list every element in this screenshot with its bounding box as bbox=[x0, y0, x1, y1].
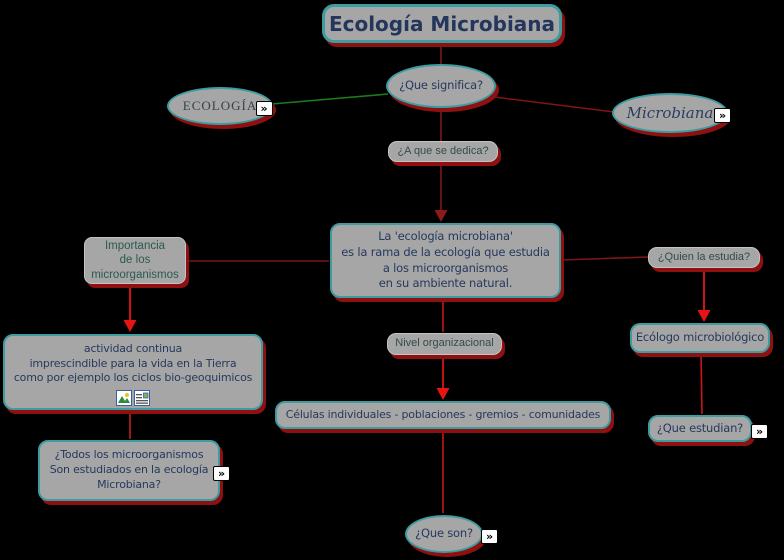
image-icon[interactable] bbox=[116, 390, 132, 406]
node-que-estudian[interactable]: ¿Que estudian? » bbox=[648, 415, 768, 442]
central-definition-label: La 'ecología microbiana' es la rama de l… bbox=[341, 229, 550, 291]
node-microbiana[interactable]: Microbiana » bbox=[612, 93, 731, 133]
node-que-significa[interactable]: ¿Que significa? bbox=[386, 64, 496, 108]
node-a-que-se-dedica[interactable]: ¿A que se dedica? bbox=[388, 141, 498, 162]
arrowhead-ecologo bbox=[697, 310, 711, 322]
node-ecologo[interactable]: Ecólogo microbiológico bbox=[630, 323, 770, 353]
resource-link-icon[interactable]: » bbox=[714, 108, 731, 123]
node-central-definition[interactable]: La 'ecología microbiana' es la rama de l… bbox=[330, 223, 561, 298]
todos-label: ¿Todos los microorganismos Son estudiado… bbox=[49, 448, 209, 491]
node-celulas[interactable]: Células individuales - poblaciones - gre… bbox=[275, 401, 611, 429]
link-glyph: » bbox=[486, 530, 493, 543]
importancia-label: Importancia de los microorganismos bbox=[91, 239, 179, 281]
node-title[interactable]: Ecología Microbiana bbox=[322, 4, 562, 43]
resource-link-icon[interactable]: » bbox=[751, 424, 768, 439]
que-significa-label: ¿Que significa? bbox=[399, 78, 483, 93]
quien-la-estudia-label: ¿Quien la estudia? bbox=[657, 250, 751, 263]
node-todos[interactable]: ¿Todos los microorganismos Son estudiado… bbox=[38, 440, 230, 501]
link-glyph: » bbox=[260, 102, 269, 115]
link-glyph: » bbox=[756, 425, 763, 438]
actividad-label: actividad continua imprescindible para l… bbox=[13, 341, 253, 385]
ecologo-label: Ecólogo microbiológico bbox=[635, 330, 765, 345]
que-estudian-label: ¿Que estudian? bbox=[656, 420, 744, 435]
edge-que-significa-to-ecologia bbox=[271, 93, 389, 105]
edge-que-significa-to-microbiana bbox=[493, 96, 615, 113]
node-que-son[interactable]: ¿Que son? » bbox=[405, 515, 498, 553]
resource-link-icon[interactable]: » bbox=[256, 101, 273, 116]
node-importancia[interactable]: Importancia de los microorganismos bbox=[84, 237, 186, 284]
que-son-label: ¿Que son? bbox=[415, 526, 473, 541]
nivel-organizacional-label: Nivel organizacional bbox=[395, 337, 494, 350]
node-actividad[interactable]: actividad continua imprescindible para l… bbox=[3, 334, 263, 410]
resource-link-icon[interactable]: » bbox=[213, 466, 230, 481]
edge-central-to-quien bbox=[560, 256, 649, 261]
link-glyph: » bbox=[218, 467, 225, 480]
resource-icons bbox=[5, 390, 261, 406]
arrowhead-celulas bbox=[436, 388, 450, 400]
microbiana-label: Microbiana bbox=[626, 104, 714, 122]
title-label: Ecología Microbiana bbox=[328, 11, 556, 36]
node-nivel-organizacional[interactable]: Nivel organizacional bbox=[387, 333, 502, 355]
link-glyph: » bbox=[718, 109, 727, 122]
ecologia-label: ECOLOGÍA bbox=[182, 98, 258, 113]
a-que-se-dedica-label: ¿A que se dedica? bbox=[397, 144, 489, 157]
node-ecologia[interactable]: ECOLOGÍA » bbox=[167, 87, 273, 125]
celulas-label: Células individuales - poblaciones - gre… bbox=[285, 407, 601, 421]
arrowhead-actividad bbox=[123, 320, 137, 332]
document-icon[interactable] bbox=[134, 390, 150, 406]
edge-ecologo-to-que-estudian bbox=[700, 352, 703, 415]
resource-link-icon[interactable]: » bbox=[481, 529, 498, 544]
arrowhead-central bbox=[434, 210, 448, 222]
node-quien-la-estudia[interactable]: ¿Quien la estudia? bbox=[648, 247, 760, 268]
